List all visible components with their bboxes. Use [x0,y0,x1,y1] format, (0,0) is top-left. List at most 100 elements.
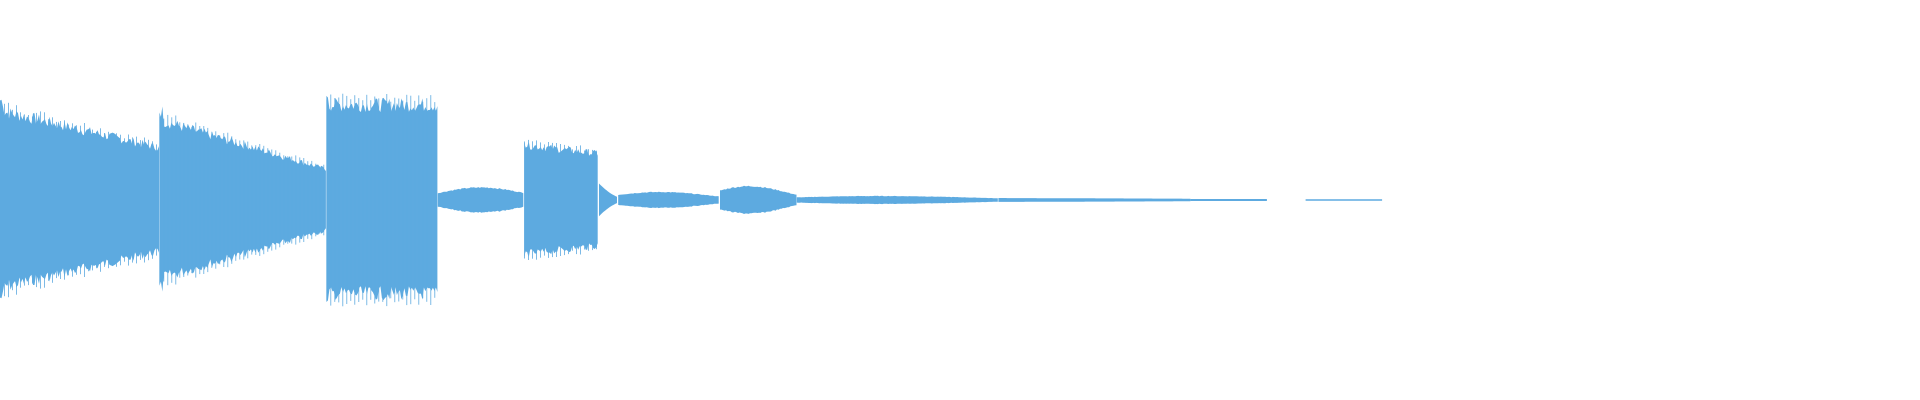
waveform-peak [362,100,364,300]
waveform-peak [430,95,432,305]
waveform-segment [159,106,326,292]
waveform-peak [48,119,49,281]
waveform-peak [358,98,360,302]
waveform-peak [80,125,81,275]
waveform-peak [422,101,424,299]
waveform-peak [580,145,581,255]
waveform-peak [219,135,221,265]
waveform-peak [295,155,297,245]
waveform-peak [263,145,265,255]
waveform-peak [334,98,336,302]
waveform-peak [0,102,1,298]
waveform-peak [386,94,388,307]
waveform-peak [271,149,273,251]
waveform-peak [52,117,53,283]
waveform-peak [4,103,5,297]
waveform-segment [618,191,719,209]
waveform-peak [354,95,356,305]
waveform-peak [572,149,573,251]
waveform-peak [584,150,585,250]
waveform-peak [203,126,205,274]
waveform-peak [124,138,125,262]
waveform-peak [434,102,436,298]
waveform-peak [536,140,537,260]
waveform-peak [227,132,229,268]
waveform-segment [437,187,524,213]
waveform-peak [259,144,261,256]
waveform-peak [279,152,281,248]
waveform-peak [382,98,384,302]
waveform-peak [195,122,197,278]
waveform-peak [532,141,533,259]
waveform-peak [28,115,29,286]
waveform-peak [183,122,185,278]
waveform-peak [56,121,57,279]
waveform-peak [275,150,277,250]
waveform-segment [998,198,1191,202]
waveform-peak [159,116,161,284]
waveform-segment [0,99,159,299]
waveform-peak [104,133,105,267]
waveform-peak [144,137,145,263]
waveform-peak [556,143,557,257]
waveform-peak [100,128,101,272]
waveform-peak [315,163,317,237]
waveform-peak [191,126,193,274]
waveform-peak [544,144,545,256]
waveform-peak [239,140,241,260]
waveform-peak [120,134,121,266]
waveform-peak [338,97,340,303]
waveform-peak [16,105,17,295]
waveform-peak [247,141,249,259]
waveform-peak [568,145,569,255]
waveform-peak [346,95,348,305]
waveform-peak [76,125,77,275]
waveform-peak [112,134,113,266]
waveform-peak [187,124,189,276]
waveform-peak [307,161,309,239]
waveform-segment [720,185,797,214]
waveform-segment [1190,199,1267,201]
waveform-peak [207,127,209,273]
waveform-peak [167,114,169,286]
waveform-peak [283,155,285,245]
waveform-peak [528,139,529,260]
waveform-peak [24,114,25,286]
waveform-peak [350,99,352,301]
waveform-peak [152,141,153,259]
waveform-peak [592,149,593,251]
waveform-peak [398,98,400,302]
waveform-peak [171,117,173,283]
waveform-segment [326,95,438,303]
waveform-peak [378,98,380,302]
waveform-peak [402,100,404,300]
waveform-peak [291,156,293,244]
waveform-peak [326,99,328,301]
waveform-bars [0,93,1383,307]
waveform-peak [370,100,372,300]
waveform-peak [303,158,305,242]
waveform-peak [524,141,525,259]
waveform-peak [36,112,37,288]
waveform-peak [231,136,233,264]
waveform-peak [64,120,65,280]
waveform-peak [299,157,301,243]
waveform-segment [599,183,617,217]
waveform-peak [576,146,577,255]
waveform-peak [88,128,89,272]
waveform-peak [287,156,289,244]
waveform-peak [548,142,549,258]
waveform-peak [12,109,13,291]
waveform-peak [132,137,133,263]
waveform-segment [796,195,998,205]
waveform-peak [311,160,313,240]
waveform-peak [20,112,21,288]
waveform-peak [319,166,321,234]
waveform-peak [323,164,325,236]
waveform-peak [426,98,428,302]
waveform-peak [44,112,45,288]
waveform-peak [8,102,9,298]
waveform-peak [68,124,69,276]
waveform-peak [410,95,412,305]
waveform-peak [390,101,392,299]
